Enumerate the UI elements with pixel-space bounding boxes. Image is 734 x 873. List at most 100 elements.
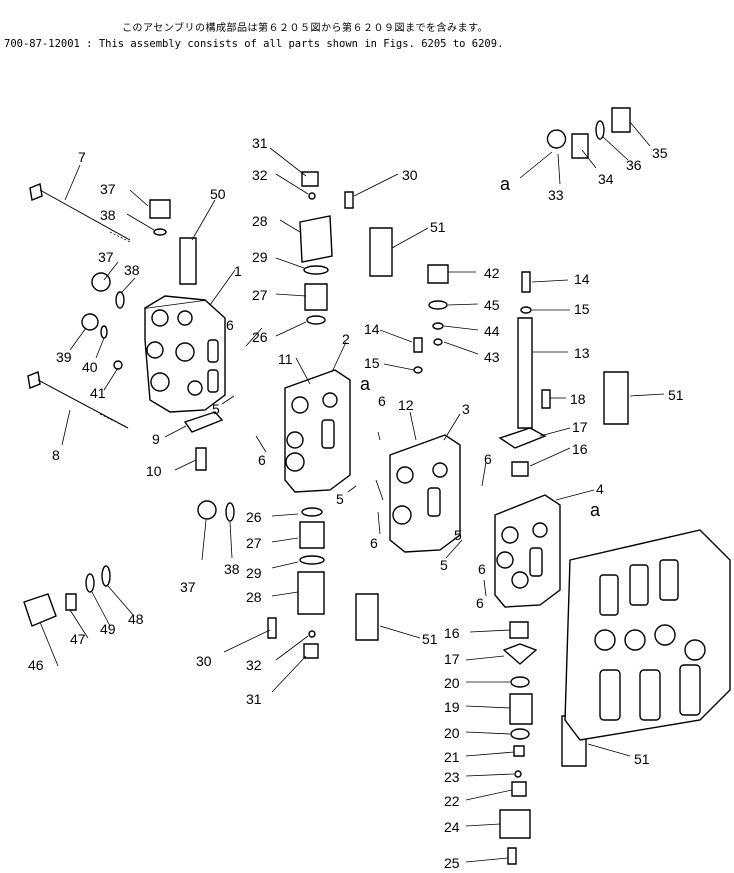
callout-6-g: 6 xyxy=(476,595,484,611)
callout-17-bottom: 17 xyxy=(444,651,460,667)
oring-45 xyxy=(428,300,448,310)
japanese-note: このアセンブリの構成部品は第６２０５図から第６２０９図までを含みます。 xyxy=(122,23,488,34)
flange-17-top xyxy=(498,427,547,449)
callout-30-top: 30 xyxy=(402,167,418,183)
callout-20-top: 20 xyxy=(444,675,460,691)
callout-14-left: 14 xyxy=(364,321,380,337)
callout-51-right: 51 xyxy=(668,387,684,403)
callout-51-center: 51 xyxy=(422,631,438,647)
callout-33: 33 xyxy=(548,187,564,203)
spring-27-top xyxy=(304,283,328,311)
washer-23 xyxy=(514,770,522,778)
plug-14-left xyxy=(413,337,423,353)
callout-23: 23 xyxy=(444,769,460,785)
seat-20-top xyxy=(510,676,530,688)
plug-47 xyxy=(65,593,77,611)
callout-8: 8 xyxy=(52,447,60,463)
callout-45: 45 xyxy=(484,297,500,313)
oring-36 xyxy=(595,120,605,140)
callout-51-bottom: 51 xyxy=(634,751,650,767)
callout-14-right: 14 xyxy=(574,271,590,287)
callout-9: 9 xyxy=(152,431,160,447)
callout-18: 18 xyxy=(570,391,586,407)
callout-34: 34 xyxy=(598,171,614,187)
plug-35 xyxy=(611,107,631,133)
oring-15-left xyxy=(413,366,423,374)
plug-37-bottom xyxy=(197,500,217,520)
complete-valve-assembly xyxy=(564,529,731,741)
piston-33 xyxy=(546,129,567,149)
callout-44: 44 xyxy=(484,323,500,339)
callout-49: 49 xyxy=(100,621,116,637)
plug-31-bottom xyxy=(303,643,319,659)
callout-39: 39 xyxy=(56,349,72,365)
leader-lines xyxy=(39,121,665,863)
fitting-46 xyxy=(23,593,57,627)
callout-26-bottom: 26 xyxy=(246,509,262,525)
oring-29-top xyxy=(303,265,329,275)
oring-38-mid xyxy=(115,291,125,309)
seat-16-bottom xyxy=(509,621,529,639)
callout-6-e: 6 xyxy=(484,451,492,467)
oring-38-top xyxy=(153,228,167,236)
plug-31-top xyxy=(301,171,319,187)
spool-13 xyxy=(517,317,533,429)
callout-12: 12 xyxy=(398,397,414,413)
callout-37: 37 xyxy=(100,181,116,197)
callout-11: 11 xyxy=(278,351,293,367)
callout-2: 2 xyxy=(342,331,350,347)
callout-19: 19 xyxy=(444,699,460,715)
valve-section-4 xyxy=(494,494,561,608)
callout-32-bottom: 32 xyxy=(246,657,262,673)
callout-48: 48 xyxy=(128,611,144,627)
callout-16-bottom: 16 xyxy=(444,625,460,641)
callout-13: 13 xyxy=(574,345,590,361)
retainer-26-top xyxy=(306,315,326,325)
callout-47: 47 xyxy=(70,631,86,647)
callout-6-b: 6 xyxy=(258,452,266,468)
callout-29-top: 29 xyxy=(252,249,268,265)
callout-15-right: 15 xyxy=(574,301,590,317)
plug-42 xyxy=(427,264,449,284)
plug-41 xyxy=(113,360,123,370)
callout-26-top: 26 xyxy=(252,329,268,345)
valve-section-1 xyxy=(144,295,226,413)
callout-38-mid: 38 xyxy=(124,262,140,278)
callout-41: 41 xyxy=(90,385,106,401)
callout-1: 1 xyxy=(234,263,242,279)
callout-22: 22 xyxy=(444,793,460,809)
washer-44 xyxy=(432,322,444,330)
cap-24 xyxy=(499,809,531,839)
piston-21 xyxy=(513,745,525,757)
callout-30-bottom: 30 xyxy=(196,653,212,669)
callout-35: 35 xyxy=(652,145,668,161)
callout-10: 10 xyxy=(146,463,162,479)
oring-38-bottom xyxy=(225,502,235,522)
callout-5-b: 5 xyxy=(336,491,344,507)
callout-27-bottom: 27 xyxy=(246,535,262,551)
callout-6-f: 6 xyxy=(478,561,486,577)
callout-25: 25 xyxy=(444,855,460,871)
retainer-26-bottom xyxy=(301,507,323,517)
callout-28-bottom: 28 xyxy=(246,589,262,605)
washer-32-top xyxy=(308,192,316,200)
callout-38-bottom: 38 xyxy=(224,561,240,577)
callout-6-d: 6 xyxy=(370,535,378,551)
seat-20-bottom xyxy=(510,728,530,740)
callout-20-bottom: 20 xyxy=(444,725,460,741)
callout-15-left: 15 xyxy=(364,355,380,371)
bolt-30-bottom xyxy=(267,617,277,639)
plug-37-top xyxy=(149,199,171,219)
callout-a-3: a xyxy=(500,174,511,194)
oring-29-bottom xyxy=(299,555,325,565)
washer-32-bottom xyxy=(308,630,316,638)
valve-section-3 xyxy=(389,434,461,553)
assembly-note: 700-87-12001 : This assembly consists of… xyxy=(4,38,504,50)
callout-31-top: 31 xyxy=(252,135,268,151)
plug-22 xyxy=(511,781,527,797)
bolt-25 xyxy=(507,847,517,865)
callout-40: 40 xyxy=(82,359,98,375)
spring-27-bottom xyxy=(299,521,325,549)
